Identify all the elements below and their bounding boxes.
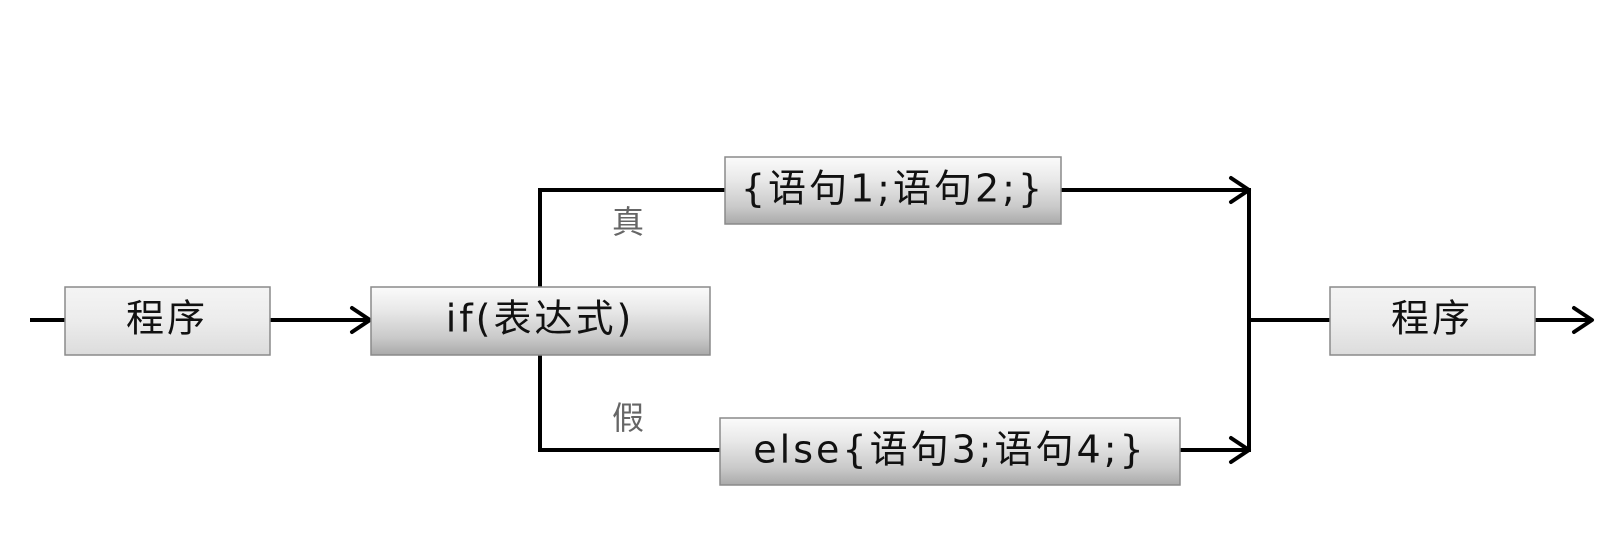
start-program-label: 程序	[126, 297, 208, 341]
true-block-node: {语句1;语句2;}	[724, 156, 1062, 225]
false-block-node: else{语句3;语句4;}	[719, 417, 1181, 486]
start-to-if-arrowhead	[350, 306, 372, 334]
end-program-label: 程序	[1391, 297, 1473, 341]
true-branch-label: 真	[612, 203, 644, 241]
true-block-label: {语句1;语句2;}	[741, 167, 1045, 211]
true-branch-line	[538, 188, 725, 287]
condition-node: if(表达式)	[370, 286, 711, 356]
false-branch-line	[538, 353, 720, 452]
false-branch-label: 假	[612, 399, 644, 437]
condition-label: if(表达式)	[446, 297, 635, 341]
exit-arrowhead	[1572, 306, 1594, 334]
false-block-label: else{语句3;语句4;}	[753, 428, 1146, 472]
start-program-node: 程序	[64, 286, 271, 356]
end-program-node: 程序	[1329, 286, 1536, 356]
